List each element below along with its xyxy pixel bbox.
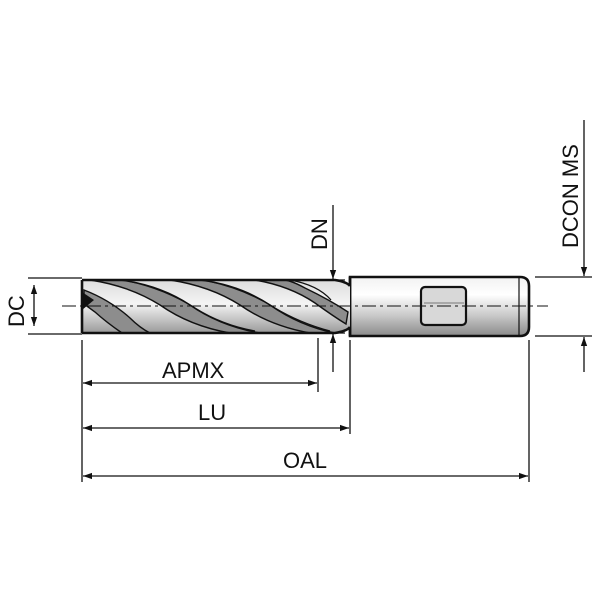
- apmx-label: APMX: [162, 358, 225, 383]
- oal-dimension: OAL: [83, 448, 528, 480]
- cutting-tip: [82, 292, 94, 310]
- lu-dimension: LU: [83, 400, 349, 432]
- dc-dimension: DC: [4, 285, 38, 327]
- dcon-ms-label: DCON MS: [558, 144, 583, 248]
- end-mill-tool: [62, 275, 548, 338]
- extension-lines: [28, 276, 592, 482]
- oal-label: OAL: [283, 448, 327, 473]
- dn-dimension: DN: [307, 205, 337, 372]
- lu-label: LU: [198, 400, 226, 425]
- dc-label: DC: [4, 295, 29, 327]
- apmx-dimension: APMX: [83, 358, 317, 387]
- dn-label: DN: [307, 218, 332, 250]
- dcon-ms-dimension: DCON MS: [558, 120, 588, 372]
